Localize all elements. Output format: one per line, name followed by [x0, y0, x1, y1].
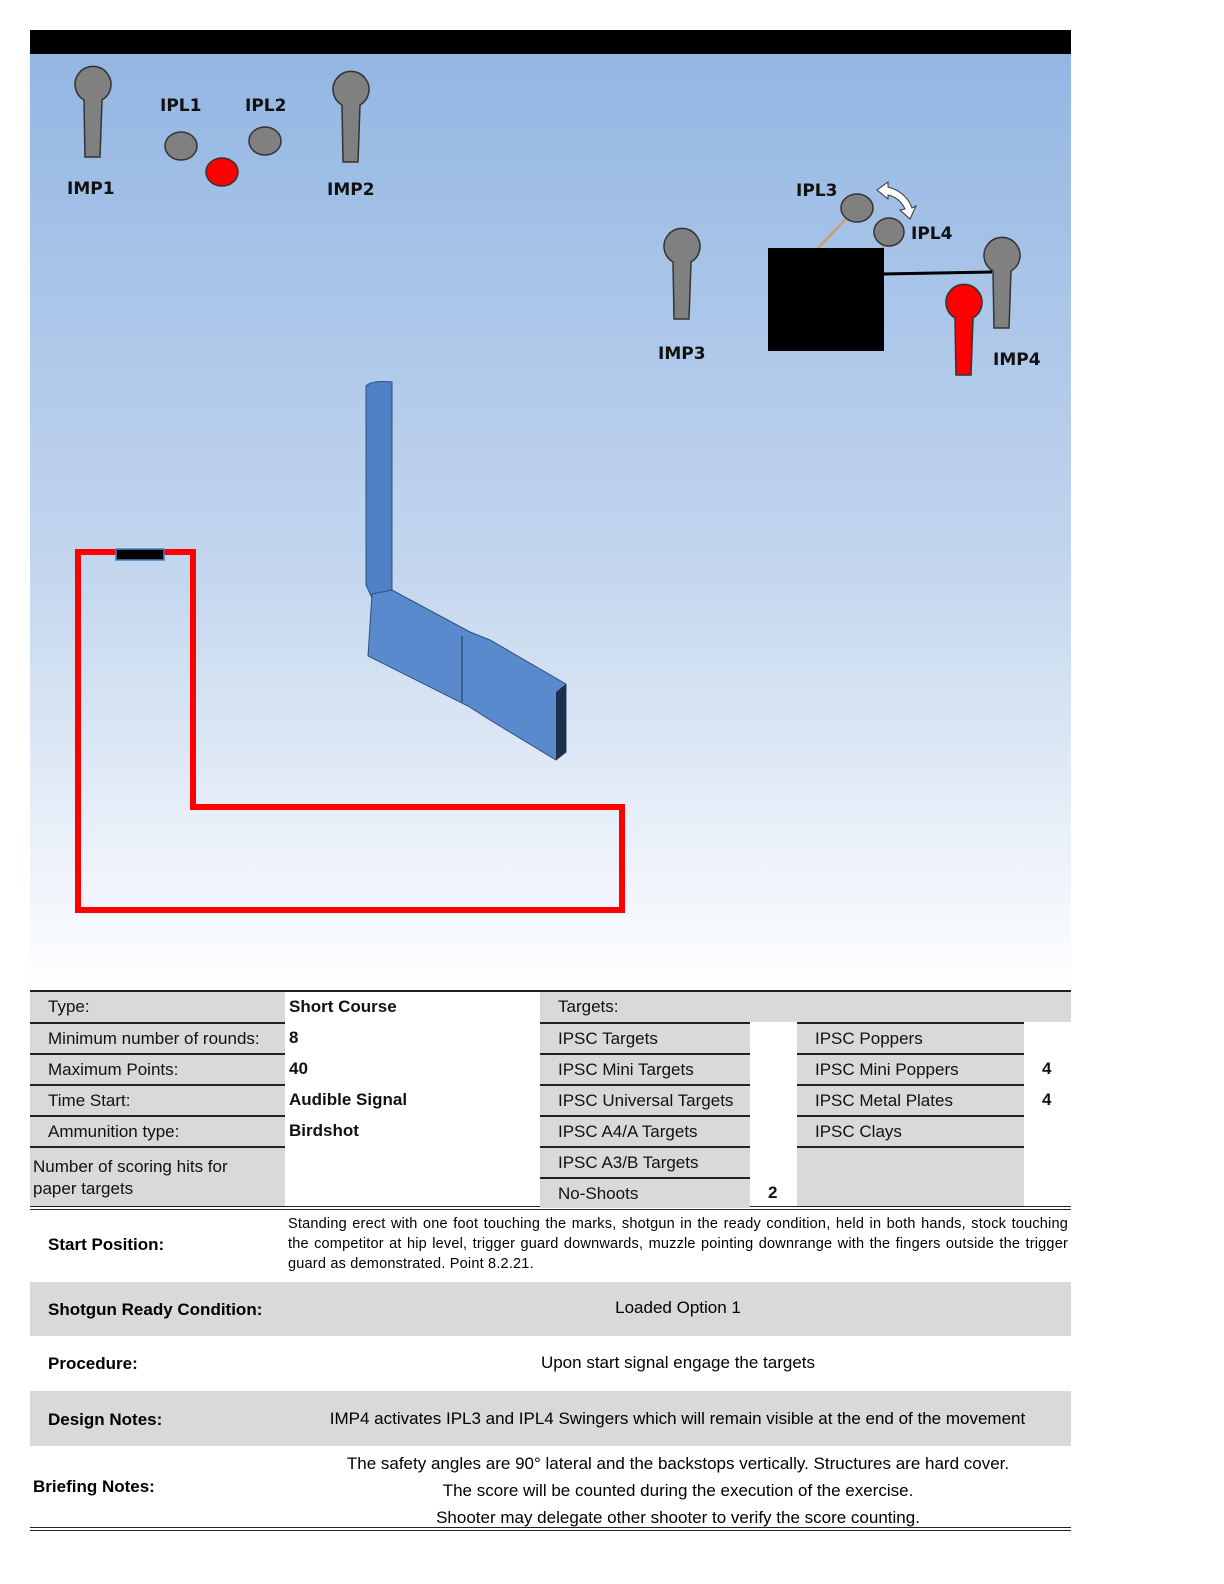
start-marker	[115, 548, 165, 561]
ipl3-plate	[840, 193, 874, 223]
target-name: IPSC Metal Plates	[797, 1084, 1024, 1115]
imp2-popper	[332, 70, 370, 163]
start-position-section: Start Position: Standing erect with one …	[30, 1212, 1071, 1282]
procedure-label: Procedure:	[48, 1354, 138, 1373]
target-name: IPSC Clays	[797, 1115, 1024, 1146]
target-count	[750, 1084, 797, 1115]
design-notes-text: IMP4 activates IPL3 and IPL4 Swingers wh…	[329, 1409, 1026, 1428]
time-start-value: Audible Signal	[289, 1089, 408, 1109]
imp1-label: IMP1	[67, 179, 115, 199]
targets-header: Targets:	[540, 992, 1071, 1022]
start-position-label: Start Position:	[48, 1235, 165, 1254]
angled-wall	[367, 589, 567, 761]
target-name: IPSC Poppers	[797, 1022, 1024, 1053]
stage-diagram	[30, 54, 1071, 990]
header-bar	[30, 30, 1071, 54]
target-count: 4	[1042, 1058, 1052, 1078]
ipl1-plate	[164, 131, 198, 161]
procedure-section: Procedure: Upon start signal engage the …	[30, 1336, 1071, 1391]
target-name: No-Shoots	[540, 1177, 750, 1208]
ipl1-label: IPL1	[160, 96, 202, 116]
design-notes-label: Design Notes:	[48, 1410, 163, 1429]
vertical-wall	[365, 381, 393, 599]
ipl3-label: IPL3	[796, 181, 838, 201]
target-name: IPSC Mini Poppers	[797, 1053, 1024, 1084]
hard-cover-wall	[768, 248, 884, 351]
diagram-drawing	[74, 65, 1021, 913]
target-count	[750, 1022, 797, 1053]
target-name: IPSC Universal Targets	[540, 1084, 750, 1115]
briefing-line: The safety angles are 90° lateral and th…	[346, 1454, 1010, 1473]
imp4-popper	[983, 236, 1021, 329]
ready-condition-section: Shotgun Ready Condition: Loaded Option 1	[30, 1282, 1071, 1336]
target-count	[750, 1115, 797, 1146]
time-start-label: Time Start:	[30, 1084, 285, 1115]
ipl4-plate	[873, 217, 905, 247]
swing-arrow-icon	[876, 181, 918, 220]
activation-cable	[883, 270, 993, 276]
imp3-label: IMP3	[658, 344, 706, 364]
ipl4-label: IPL4	[911, 224, 953, 244]
design-notes-section: Design Notes: IMP4 activates IPL3 and IP…	[30, 1391, 1071, 1446]
briefing-notes-section: Briefing Notes: The safety angles are 90…	[30, 1446, 1071, 1528]
scoring-hits-label: Number of scoring hits for paper targets	[30, 1146, 285, 1207]
ready-condition-text: Loaded Option 1	[615, 1298, 741, 1317]
imp1-popper	[74, 65, 112, 158]
target-count	[750, 1146, 797, 1177]
briefing-line: Shooter may delegate other shooter to ve…	[436, 1508, 920, 1527]
ammo-value: Birdshot	[289, 1120, 359, 1140]
imp4-label: IMP4	[993, 350, 1041, 370]
ipl2-label: IPL2	[245, 96, 287, 116]
ready-condition-label: Shotgun Ready Condition:	[48, 1300, 263, 1319]
target-count: 4	[1042, 1089, 1052, 1109]
briefing-notes-text: The safety angles are 90° lateral and th…	[288, 1450, 1068, 1531]
target-count: 2	[768, 1182, 778, 1202]
shooting-area-fault-line	[75, 549, 625, 913]
type-label: Type:	[30, 992, 285, 1022]
type-value: Short Course	[289, 997, 397, 1016]
procedure-text: Upon start signal engage the targets	[540, 1353, 816, 1372]
target-count	[1024, 1022, 1071, 1053]
min-rounds-label: Minimum number of rounds:	[30, 1022, 285, 1053]
briefing-line: The score will be counted during the exe…	[442, 1481, 914, 1500]
target-count	[1024, 1115, 1071, 1146]
target-name: IPSC A4/A Targets	[540, 1115, 750, 1146]
target-name: IPSC Mini Targets	[540, 1053, 750, 1084]
min-rounds-value: 8	[289, 1027, 299, 1047]
briefing-notes-label: Briefing Notes:	[33, 1477, 155, 1496]
ipl2-plate	[248, 126, 282, 156]
activator-popper	[945, 283, 983, 376]
start-position-text: Standing erect with one foot touching th…	[288, 1216, 1068, 1272]
ammo-label: Ammunition type:	[30, 1115, 285, 1146]
target-name: IPSC Targets	[540, 1022, 750, 1053]
active-plate	[205, 157, 239, 187]
max-points-value: 40	[289, 1058, 308, 1078]
imp3-popper	[663, 227, 701, 320]
target-count	[750, 1053, 797, 1084]
imp2-label: IMP2	[327, 180, 375, 200]
max-points-label: Maximum Points:	[30, 1053, 285, 1084]
target-name: IPSC A3/B Targets	[540, 1146, 750, 1177]
